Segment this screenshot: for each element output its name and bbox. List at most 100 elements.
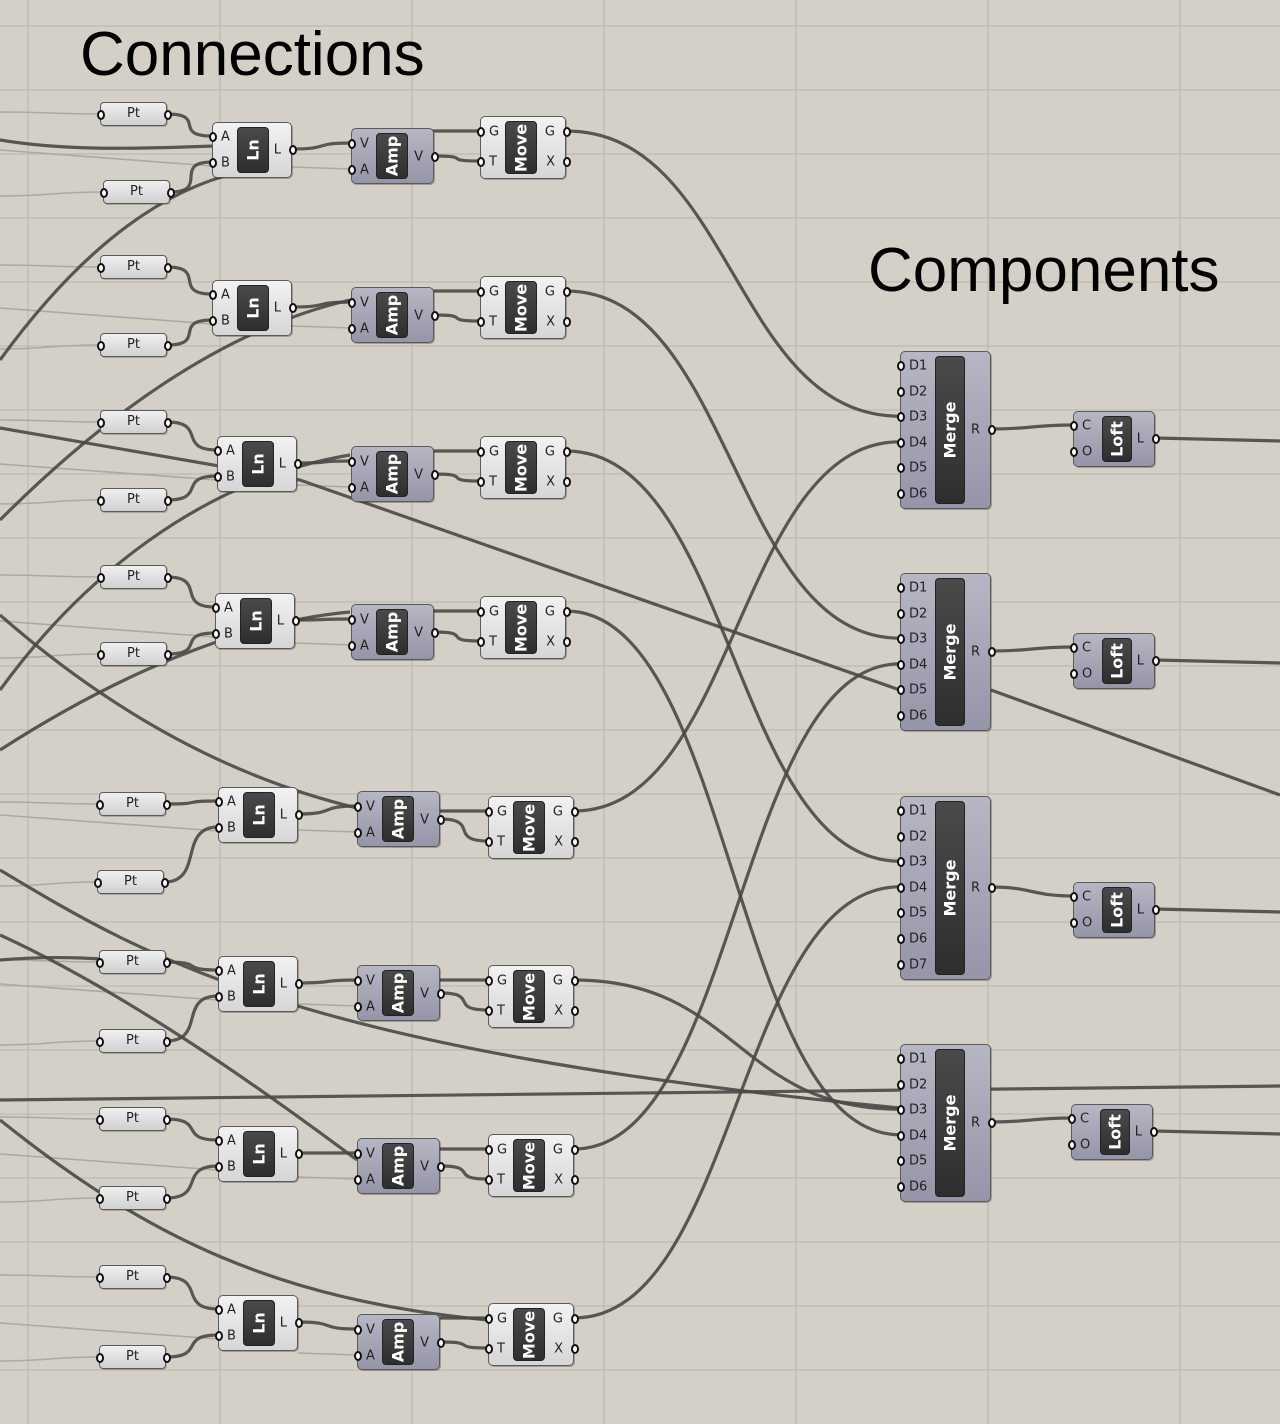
input-grip-c[interactable] <box>1070 421 1078 431</box>
input-grip-d2[interactable] <box>897 386 905 397</box>
point-param[interactable]: Pt <box>97 333 172 357</box>
point-param[interactable]: Pt <box>97 565 172 589</box>
input-grip-a[interactable] <box>209 132 217 142</box>
input-grip-g[interactable] <box>485 976 493 986</box>
input-grip-a[interactable] <box>215 966 223 976</box>
point-output-grip[interactable] <box>164 263 172 273</box>
input-grip-g[interactable] <box>477 447 485 457</box>
input-grip-d4[interactable] <box>897 882 905 893</box>
point-output-grip[interactable] <box>163 1037 171 1047</box>
point-input-grip[interactable] <box>97 573 105 583</box>
input-grip-v[interactable] <box>354 976 362 986</box>
output-grip-l[interactable] <box>292 616 300 626</box>
point-param[interactable]: Pt <box>96 1345 171 1369</box>
output-grip-g[interactable] <box>571 1314 579 1324</box>
input-grip-a[interactable] <box>215 1136 223 1146</box>
output-grip-v[interactable] <box>431 628 439 638</box>
point-output-grip[interactable] <box>164 110 172 120</box>
point-input-grip[interactable] <box>96 1037 104 1047</box>
input-grip-d4[interactable] <box>897 1130 905 1141</box>
output-grip-l[interactable] <box>1152 434 1160 444</box>
input-grip-d4[interactable] <box>897 659 905 670</box>
input-grip-o[interactable] <box>1070 918 1078 928</box>
input-grip-t[interactable] <box>477 317 485 327</box>
input-grip-d3[interactable] <box>897 857 905 868</box>
input-grip-d6[interactable] <box>897 711 905 721</box>
point-output-grip[interactable] <box>163 1194 171 1204</box>
output-grip-x[interactable] <box>571 1344 579 1354</box>
input-grip-d5[interactable] <box>897 463 905 474</box>
output-grip-v[interactable] <box>431 470 439 480</box>
output-grip-v[interactable] <box>437 1162 445 1172</box>
input-grip-v[interactable] <box>348 457 356 467</box>
input-grip-d6[interactable] <box>897 934 905 944</box>
point-input-grip[interactable] <box>97 418 105 428</box>
input-grip-a[interactable] <box>354 1351 362 1361</box>
input-grip-b[interactable] <box>209 316 217 326</box>
output-grip-l[interactable] <box>295 1318 303 1328</box>
input-grip-d2[interactable] <box>897 608 905 619</box>
point-output-grip[interactable] <box>167 188 175 198</box>
output-grip-l[interactable] <box>289 303 297 313</box>
output-grip-x[interactable] <box>563 157 571 167</box>
input-grip-g[interactable] <box>485 1314 493 1324</box>
input-grip-d5[interactable] <box>897 908 905 919</box>
input-grip-a[interactable] <box>214 446 222 456</box>
point-input-grip[interactable] <box>97 496 105 506</box>
input-grip-b[interactable] <box>215 1331 223 1341</box>
input-grip-v[interactable] <box>348 298 356 308</box>
input-grip-o[interactable] <box>1070 447 1078 457</box>
point-param[interactable]: Pt <box>97 102 172 126</box>
output-grip-x[interactable] <box>571 1006 579 1016</box>
output-grip-r[interactable] <box>988 425 996 435</box>
point-param[interactable]: Pt <box>97 488 172 512</box>
point-param[interactable]: Pt <box>100 180 175 204</box>
point-input-grip[interactable] <box>97 110 105 120</box>
input-grip-d6[interactable] <box>897 1182 905 1192</box>
output-grip-l[interactable] <box>1150 1127 1158 1137</box>
output-grip-r[interactable] <box>988 1118 996 1128</box>
input-grip-t[interactable] <box>485 1344 493 1354</box>
point-input-grip[interactable] <box>94 878 102 888</box>
output-grip-g[interactable] <box>563 607 571 617</box>
point-input-grip[interactable] <box>100 188 108 198</box>
point-output-grip[interactable] <box>163 1115 171 1125</box>
input-grip-v[interactable] <box>354 802 362 812</box>
point-output-grip[interactable] <box>163 958 171 968</box>
output-grip-l[interactable] <box>289 145 297 155</box>
input-grip-a[interactable] <box>215 797 223 807</box>
input-grip-d1[interactable] <box>897 583 905 593</box>
point-output-grip[interactable] <box>164 650 172 660</box>
point-param[interactable]: Pt <box>96 792 171 816</box>
input-grip-b[interactable] <box>212 629 220 639</box>
input-grip-d3[interactable] <box>897 634 905 645</box>
point-param[interactable]: Pt <box>94 870 169 894</box>
input-grip-d6[interactable] <box>897 489 905 499</box>
input-grip-t[interactable] <box>485 837 493 847</box>
output-grip-x[interactable] <box>571 1175 579 1185</box>
point-output-grip[interactable] <box>163 800 171 810</box>
point-input-grip[interactable] <box>96 1353 104 1363</box>
input-grip-d1[interactable] <box>897 806 905 816</box>
input-grip-a[interactable] <box>354 1175 362 1185</box>
input-grip-g[interactable] <box>485 807 493 817</box>
output-grip-g[interactable] <box>571 1145 579 1155</box>
output-grip-g[interactable] <box>563 287 571 297</box>
input-grip-t[interactable] <box>485 1006 493 1016</box>
input-grip-v[interactable] <box>348 139 356 149</box>
input-grip-c[interactable] <box>1070 892 1078 902</box>
